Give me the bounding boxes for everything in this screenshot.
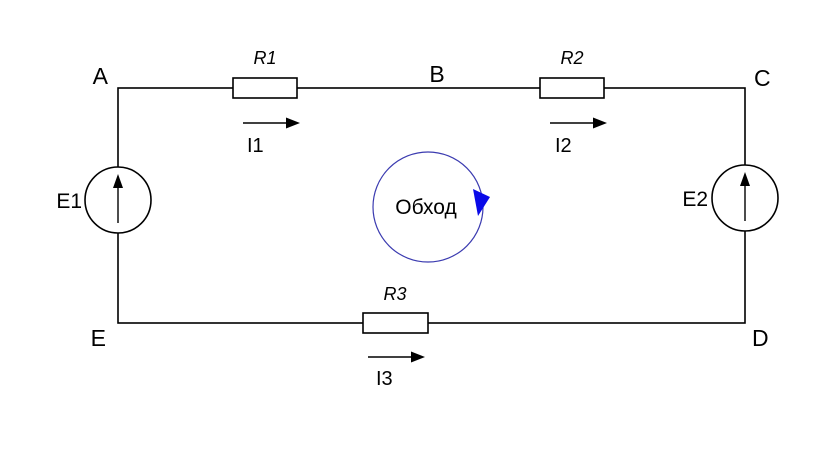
source-e1-label: E1 <box>56 190 82 213</box>
node-label-e: E <box>91 325 106 351</box>
loop-label: Обход <box>395 196 456 219</box>
current-i1-label: I1 <box>247 135 264 157</box>
source-e2-label: E2 <box>682 188 708 211</box>
node-label-a: A <box>93 63 109 89</box>
node-label-c: C <box>754 65 771 91</box>
resistor-r2-icon <box>539 77 605 99</box>
resistor-r1-icon <box>232 77 298 99</box>
source-e2-icon <box>711 164 779 232</box>
source-e1-icon <box>84 166 152 234</box>
resistor-r3-label: R3 <box>383 284 406 304</box>
node-label-b: B <box>429 61 444 87</box>
current-arrow-i3-icon <box>368 351 425 363</box>
current-arrow-i2-icon <box>550 117 607 129</box>
resistor-r3-icon <box>362 312 429 334</box>
resistor-r2-label: R2 <box>560 48 583 68</box>
resistor-r1-label: R1 <box>253 48 276 68</box>
current-arrow-i1-icon <box>243 117 300 129</box>
loop-arrowhead-icon <box>473 189 490 216</box>
current-i3-label: I3 <box>376 368 393 390</box>
current-i2-label: I2 <box>555 135 572 157</box>
loop-direction-icon <box>372 151 490 263</box>
node-label-d: D <box>752 325 769 351</box>
